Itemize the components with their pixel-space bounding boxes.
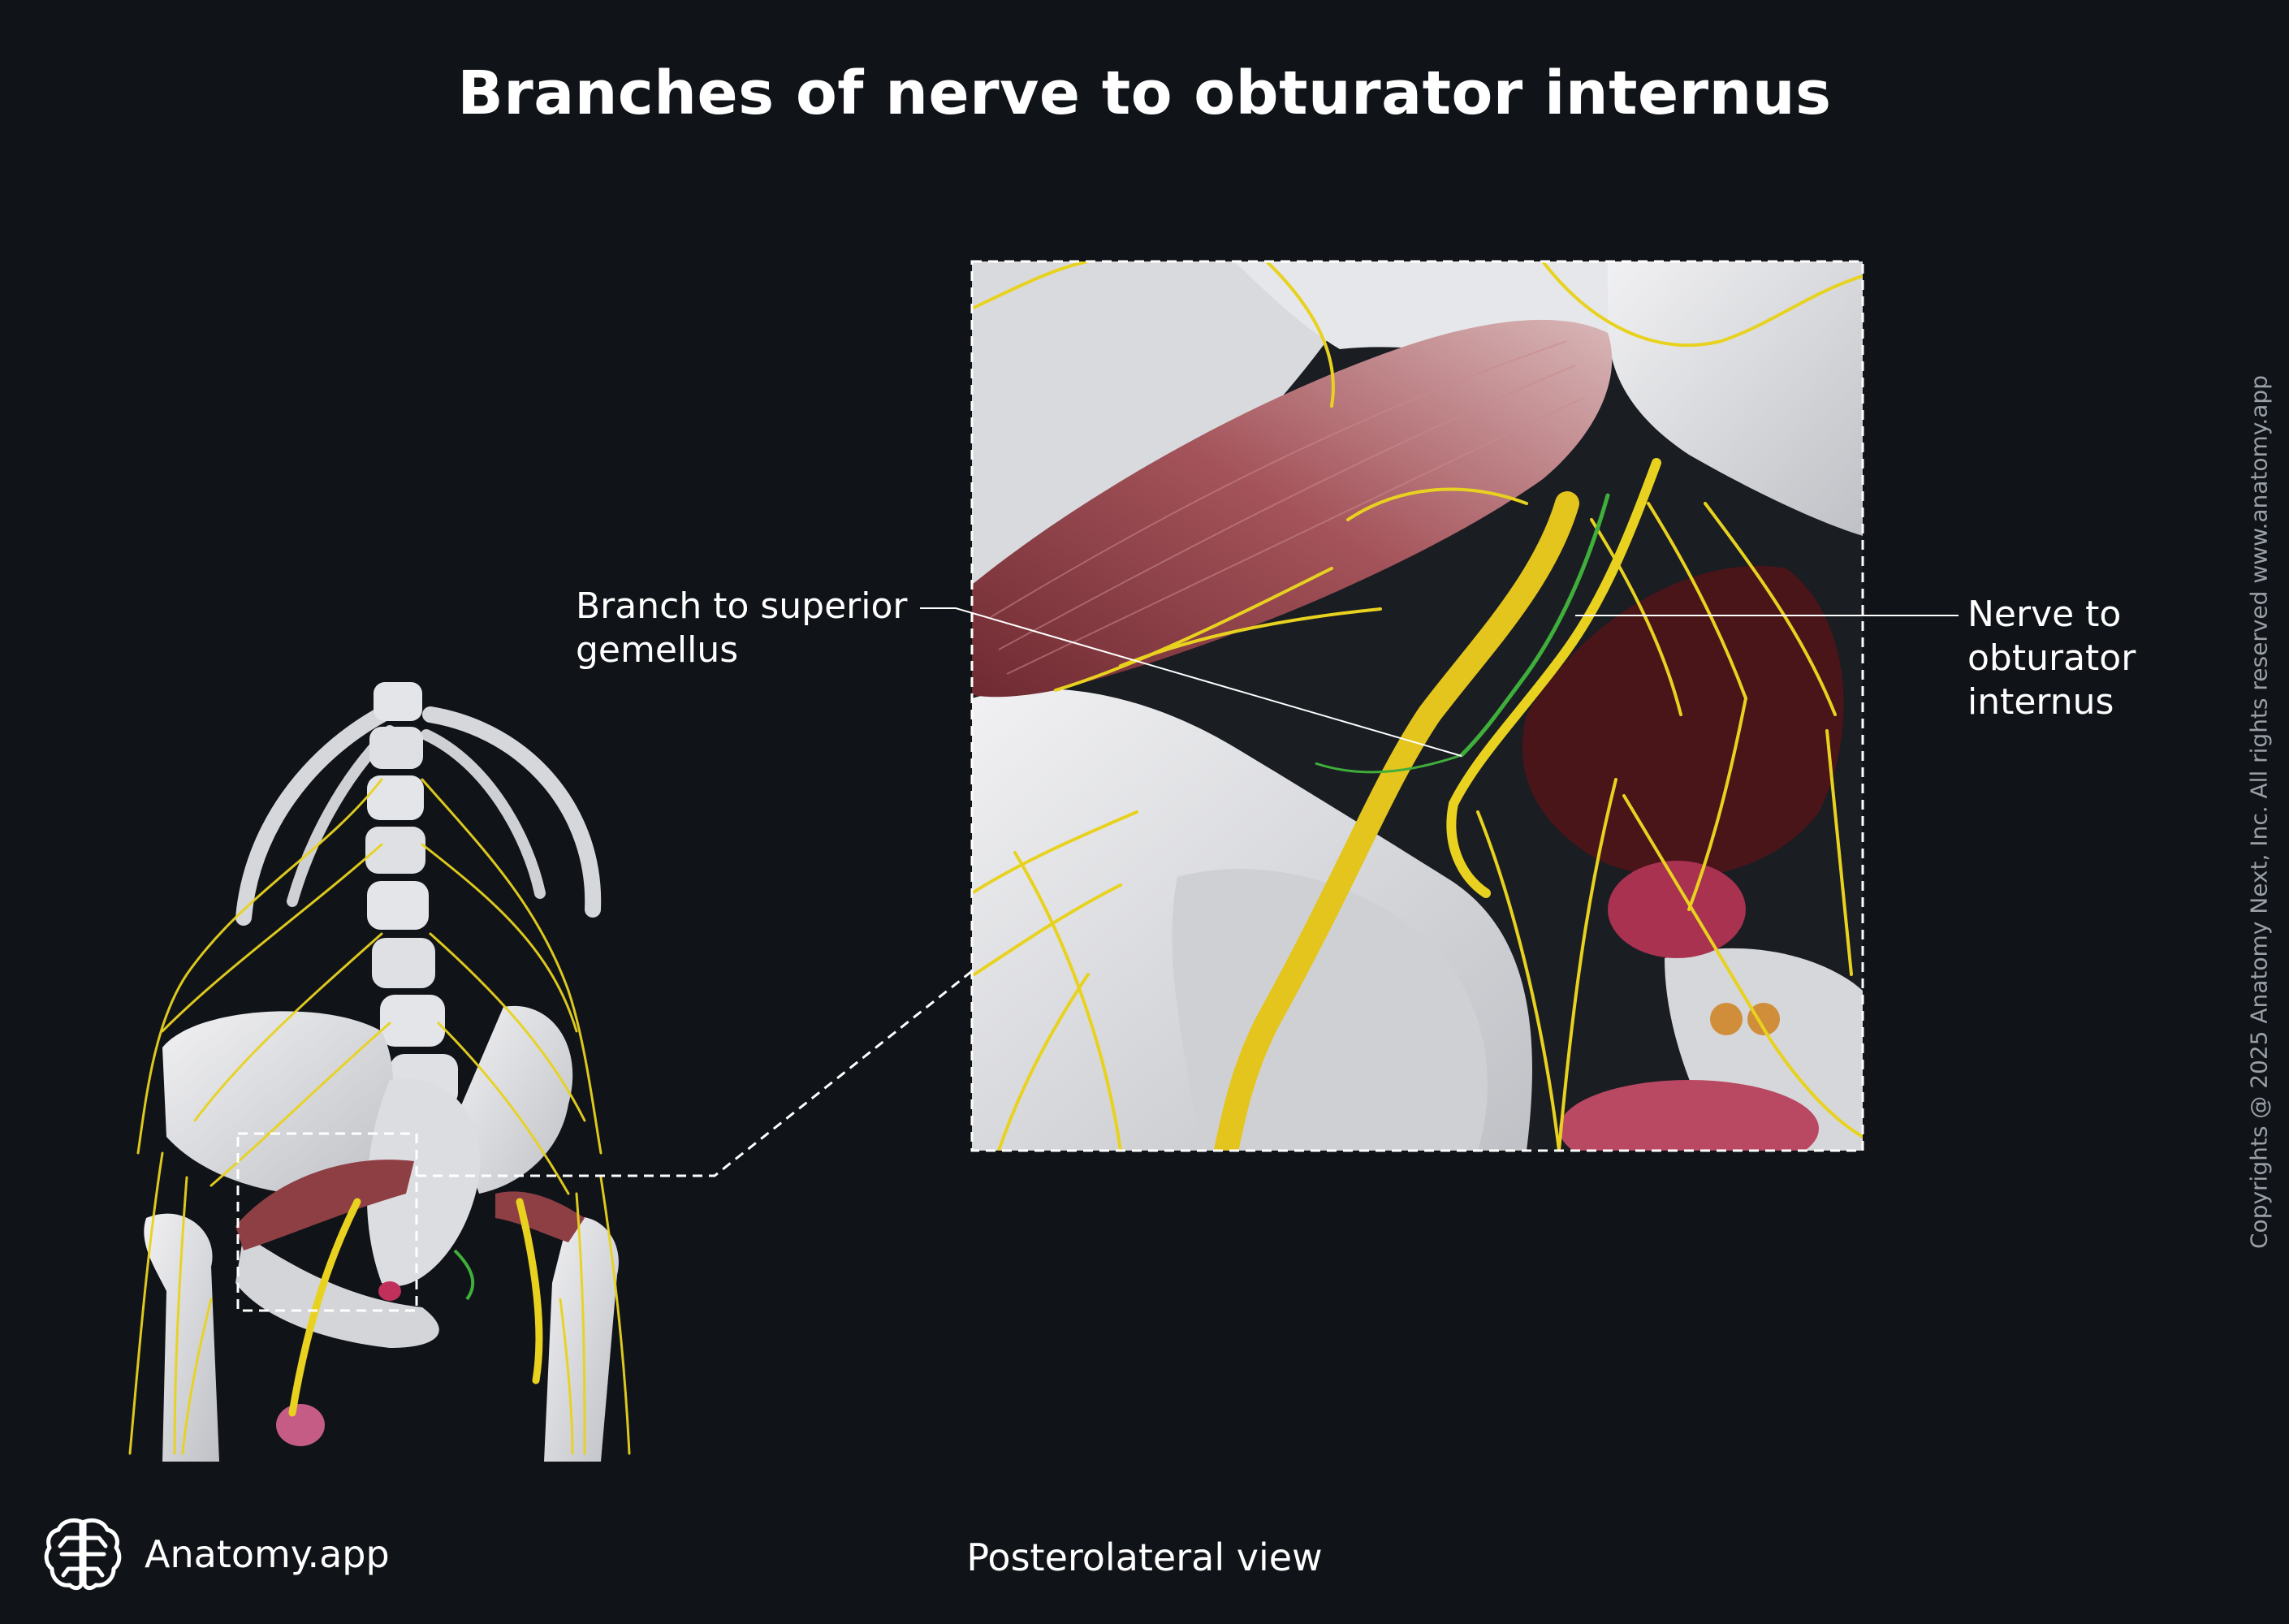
copyright-notice: Copyrights @ 2025 Anatomy Next, Inc. All… bbox=[2245, 375, 2273, 1249]
zoom-connector-line bbox=[417, 970, 973, 1177]
rectum-region bbox=[1522, 565, 1844, 877]
sacrum-bone bbox=[1608, 261, 1863, 536]
left-iliac-wing bbox=[162, 1011, 394, 1195]
right-femur bbox=[544, 1216, 619, 1462]
sciatic-nerve-overview bbox=[288, 1198, 361, 1417]
brand[interactable]: Anatomy.app bbox=[42, 1515, 390, 1593]
left-femur bbox=[144, 1213, 219, 1462]
ischium bbox=[235, 1234, 439, 1348]
label-line: gemellus bbox=[576, 629, 739, 671]
sacrum bbox=[366, 1078, 481, 1286]
view-caption: Posterolateral view bbox=[966, 1535, 1323, 1579]
page-title: Branches of nerve to obturator internus bbox=[457, 58, 1832, 128]
left-rib bbox=[235, 706, 390, 926]
sciatic-nerve bbox=[1214, 491, 1579, 1151]
ilium-bone bbox=[972, 261, 1380, 593]
branch-to-superior-gemellus bbox=[1459, 493, 1610, 758]
label-branch-to-superior-gemellus: Branch to superior gemellus bbox=[576, 585, 907, 672]
piriformis-muscle bbox=[972, 319, 1613, 698]
label-line: internus bbox=[1967, 681, 2114, 723]
piriformis-right bbox=[495, 1191, 585, 1242]
piriformis-left bbox=[235, 1160, 414, 1250]
label-line: obturator bbox=[1967, 637, 2136, 679]
zoom-panel-frame bbox=[970, 260, 1864, 1152]
zoomed-detail-panel bbox=[972, 261, 1863, 1151]
overview-skeleton bbox=[128, 682, 631, 1462]
vertebral-column bbox=[365, 682, 458, 1108]
label-line: Branch to superior bbox=[576, 585, 908, 627]
overview-zoom-box bbox=[236, 1132, 418, 1312]
nerve-to-obturator-internus bbox=[1446, 458, 1661, 898]
brand-name: Anatomy.app bbox=[145, 1532, 390, 1576]
label-line: Nerve to bbox=[1967, 594, 2122, 635]
label-nerve-to-obturator-internus: Nerve to obturator internus bbox=[1967, 593, 2136, 724]
right-rib bbox=[422, 706, 602, 918]
brain-logo-icon bbox=[44, 1518, 122, 1591]
leader-line-superior-gemellus bbox=[920, 607, 1462, 757]
